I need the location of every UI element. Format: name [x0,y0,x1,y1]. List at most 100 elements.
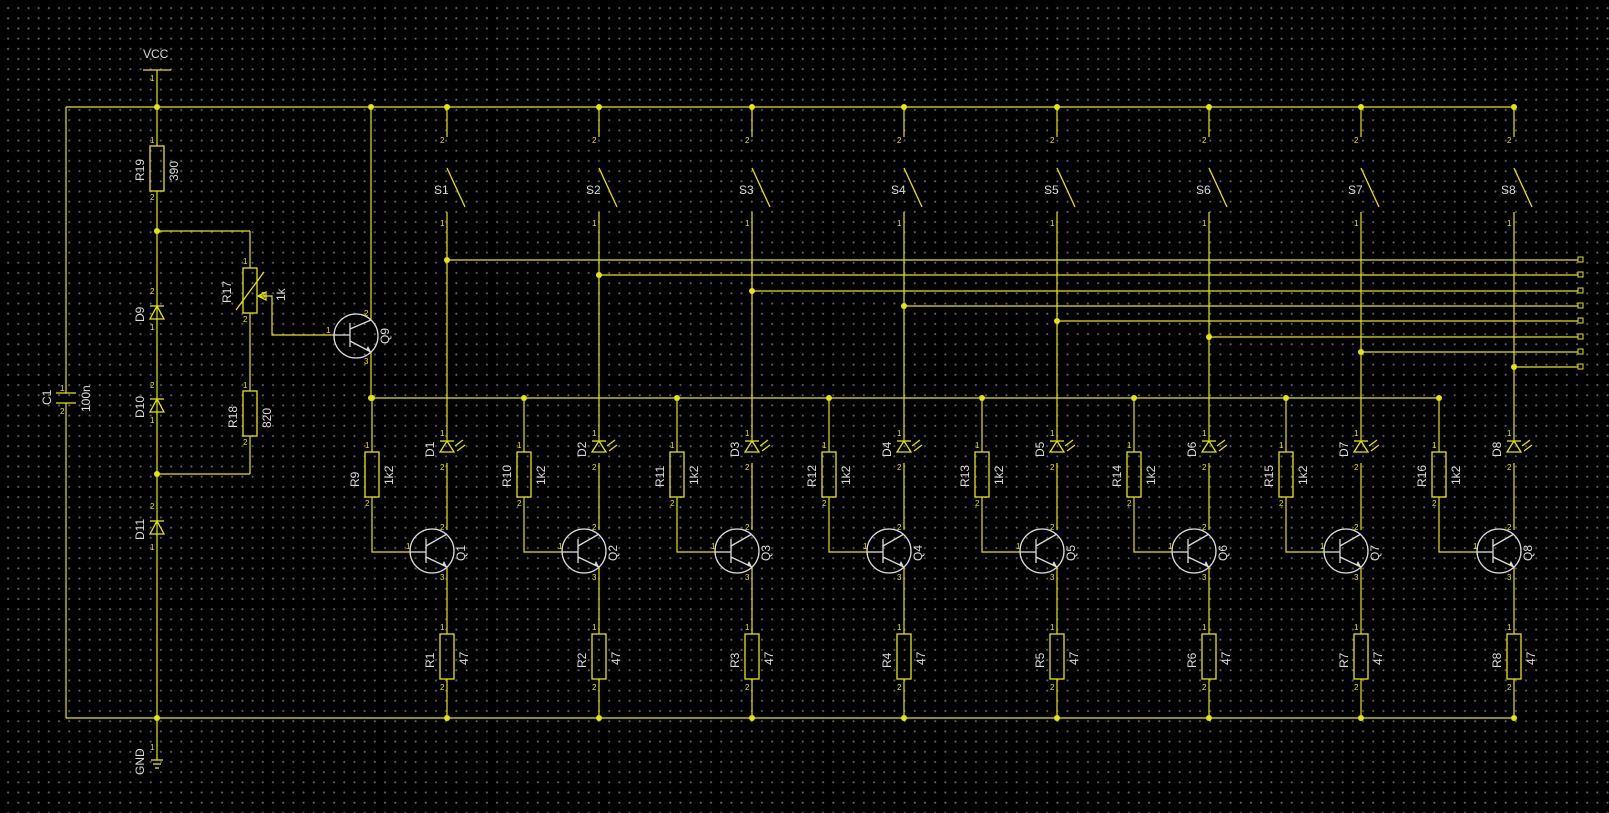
led-label: D6 [1185,441,1199,457]
resistor-r1 [439,633,455,680]
base-res-value-label: 1k2 [534,465,548,485]
pin-number: 2 [1354,136,1359,145]
junction-dot [1206,334,1212,340]
base-res-value-label: 1k2 [1449,465,1463,485]
pin-number: 1 [1050,429,1055,438]
pin-number: 1 [1016,542,1021,551]
emit-res-ref-label: R3 [728,652,742,668]
junction-dot [1358,715,1364,721]
svg-text:1: 1 [150,136,155,145]
c1-ref-label: C1 [40,389,54,405]
pin-number: 2 [1202,136,1207,145]
pin-number: 2 [975,499,980,508]
junction-dot [1436,395,1442,401]
pin-number: 3 [440,573,445,582]
junction-dot [901,104,907,110]
pin-number: 1 [1354,429,1359,438]
svg-text:3: 3 [364,357,369,366]
led-label: D3 [728,441,742,457]
pin-number: 2 [897,683,902,692]
r19-ref-label: R19 [133,159,147,181]
pin-number: 2 [745,136,750,145]
resistor-r7 [1353,633,1369,680]
junction-dot [1206,715,1212,721]
pin-number: 2 [897,523,902,532]
base-wire [371,497,411,553]
base-res-ref-label: R11 [653,466,667,487]
emit-res-value-label: 47 [609,651,623,665]
resistor-r19 [149,145,165,192]
pin-number: 1 [1050,219,1055,228]
diode-d9 [148,304,166,320]
pin-number: 1 [1202,429,1207,438]
base-wire [1438,497,1478,553]
switch-label: S3 [739,183,754,197]
emit-res-ref-label: R6 [1185,652,1199,668]
svg-text:1: 1 [150,323,155,332]
pin-number: 1 [1320,542,1325,551]
transistor-q6 [1171,528,1217,574]
pin-number: 1 [440,429,445,438]
pin-number: 2 [440,463,445,472]
emit-res-value-label: 47 [1067,651,1081,665]
led-d6 [1200,439,1228,453]
svg-text:2: 2 [150,193,155,202]
pin-number: 2 [1050,683,1055,692]
c1-value-label: 100n [79,385,93,412]
transistor-label: Q8 [1521,545,1535,561]
base-res-value-label: 1k2 [1144,465,1158,485]
led-d4 [895,439,923,453]
led-d1 [438,439,466,453]
junction-dot [1131,395,1137,401]
base-wire [1285,497,1325,553]
switch-label: S1 [434,183,449,197]
vcc-label: VCC [143,47,169,61]
pin-number: 1 [897,429,902,438]
junction-dot [444,257,450,263]
pin-number: 1 [745,623,750,632]
led-d8 [1505,439,1533,453]
pin-number: 1 [1202,623,1207,632]
transistor-label: Q4 [911,545,925,561]
pin-number: 1 [440,623,445,632]
pin-number: 3 [1354,573,1359,582]
svg-text:2: 2 [150,381,155,390]
emit-res-ref-label: R5 [1033,652,1047,668]
pin-number: 2 [592,136,597,145]
pin-number: 2 [1202,463,1207,472]
base-res-value-label: 1k2 [687,465,701,485]
resistor-r13 [974,451,990,498]
pin-number: 1 [670,441,675,450]
pin-number: 3 [897,573,902,582]
base-res-ref-label: R15 [1262,465,1276,487]
svg-text:2: 2 [150,502,155,511]
switch-label: S6 [1196,183,1211,197]
diode-d11 [148,519,166,535]
base-wire [676,497,716,553]
base-res-value-label: 1k2 [382,465,396,485]
main-wiring [65,69,1514,760]
pin-number: 1 [592,429,597,438]
pin-number: 2 [745,523,750,532]
gnd-symbol [151,759,163,769]
pin-number: 1 [975,441,980,450]
pin-number: 1 [592,623,597,632]
pin-number: 2 [1202,683,1207,692]
pin-number: 2 [365,499,370,508]
pin-number: 1 [440,219,445,228]
transistor-label: Q2 [606,545,620,561]
junction-dot [1283,395,1289,401]
r19-value-label: 390 [167,161,181,181]
transistor-label: Q5 [1064,545,1078,561]
pin-number: 2 [670,499,675,508]
pin-number: 1 [592,219,597,228]
output-terminal [1577,287,1584,294]
led-label: D4 [880,441,894,457]
switch-s5 [1056,167,1076,208]
pin-number: 1 [897,219,902,228]
base-wire [1133,497,1173,553]
